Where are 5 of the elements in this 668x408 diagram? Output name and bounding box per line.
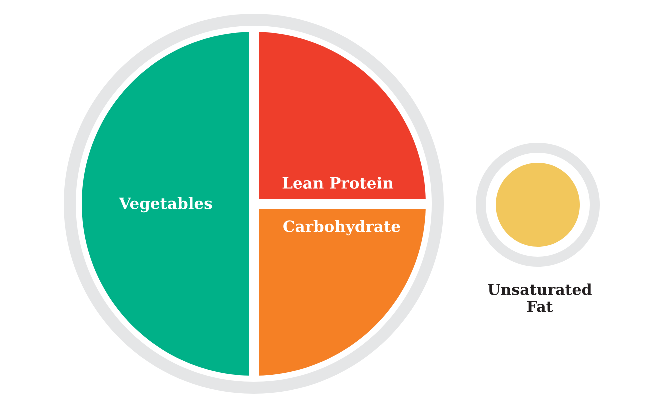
pie-slice: Carbohydrate (259, 209, 426, 376)
pie-slice: Lean Protein (259, 32, 426, 199)
small-plate-drawing (476, 143, 600, 267)
pie-slice: Vegetables (82, 32, 249, 376)
node-label: Unsaturated Fat (488, 284, 592, 312)
